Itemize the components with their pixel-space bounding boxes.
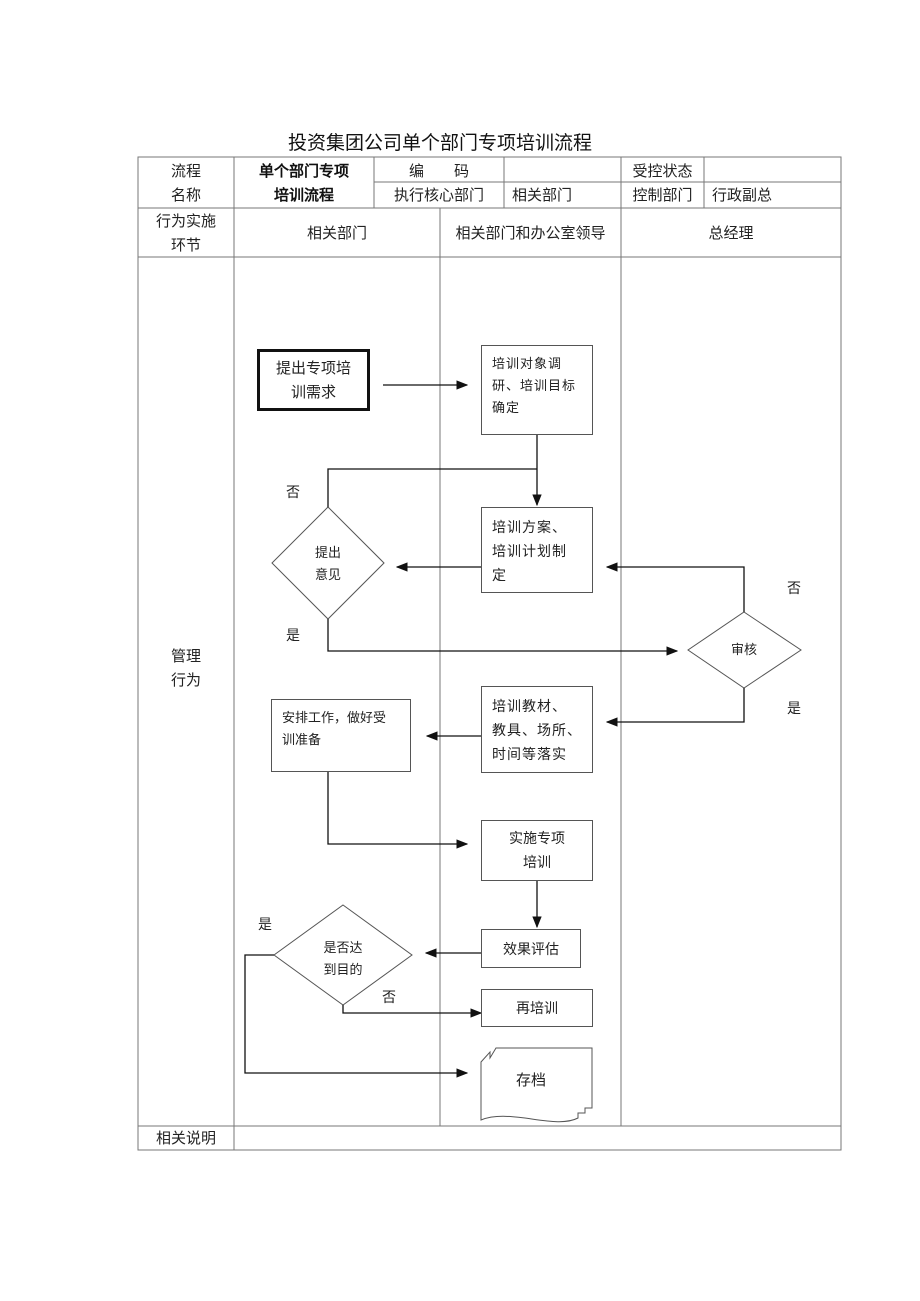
column-related-dept: 相关部门 bbox=[306, 224, 367, 242]
review-no-label: 否 bbox=[787, 581, 801, 597]
control-dept-label: 控制部门 bbox=[632, 186, 693, 204]
column-general-manager: 总经理 bbox=[708, 224, 754, 242]
notes-label: 相关说明 bbox=[155, 1129, 216, 1147]
column-office-leaders: 相关部门和办公室领导 bbox=[455, 224, 606, 242]
opinion-no-label: 否 bbox=[286, 485, 300, 501]
archive-label: 存档 bbox=[515, 1071, 546, 1089]
review-diamond-label: 审核 bbox=[730, 643, 757, 658]
archive-shape bbox=[480, 1047, 593, 1123]
related-dept-value: 相关部门 bbox=[512, 186, 573, 204]
review-yes-label: 是 bbox=[787, 701, 801, 717]
table-grid bbox=[137, 156, 842, 1151]
flow-name-label: 流程 名称 bbox=[170, 162, 201, 204]
evaluate-box: 效果评估 bbox=[481, 929, 581, 968]
plan-box: 培训方案、 培训计划制 定 bbox=[481, 507, 593, 593]
implement-box: 实施专项 培训 bbox=[481, 820, 593, 881]
control-state-label: 受控状态 bbox=[632, 162, 693, 180]
reached-yes-label: 是 bbox=[258, 917, 272, 933]
prepare-box: 安排工作，做好受 训准备 bbox=[271, 699, 411, 772]
code-label: 编 码 bbox=[408, 162, 469, 180]
retrain-box: 再培训 bbox=[481, 989, 593, 1027]
flow-name-value: 单个部门专项 培训流程 bbox=[258, 162, 349, 204]
propose-need-box: 提出专项培 训需求 bbox=[257, 349, 370, 411]
reached-diamond-label: 是否达 到目的 bbox=[323, 941, 363, 977]
reached-no-label: 否 bbox=[382, 990, 396, 1006]
research-box: 培训对象调 研、培训目标 确定 bbox=[481, 345, 593, 435]
stage-label: 行为实施 环节 bbox=[155, 212, 216, 254]
opinion-diamond-label: 提出 意见 bbox=[314, 546, 341, 583]
opinion-yes-label: 是 bbox=[286, 628, 300, 644]
vp-admin-value: 行政副总 bbox=[712, 186, 773, 204]
management-behavior-label: 管理 行为 bbox=[170, 647, 201, 689]
materials-box: 培训教材、 教具、场所、 时间等落实 bbox=[481, 686, 593, 773]
page-title: 投资集团公司单个部门专项培训流程 bbox=[287, 132, 592, 154]
exec-dept-label: 执行核心部门 bbox=[393, 186, 484, 204]
